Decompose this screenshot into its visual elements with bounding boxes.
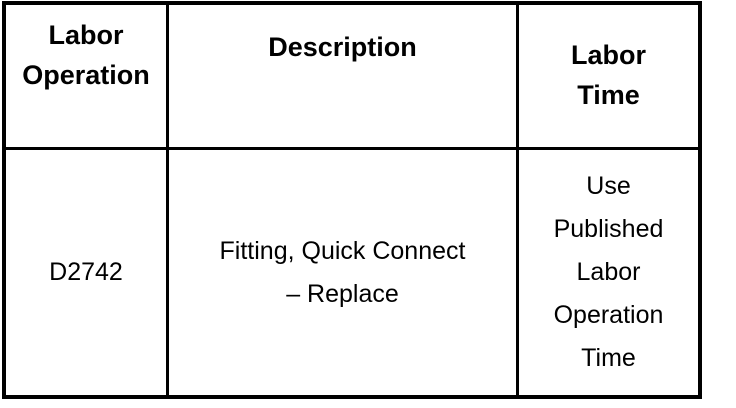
cell-labor-operation-code: D2742 bbox=[6, 150, 169, 395]
header-cell-description: Description bbox=[169, 5, 519, 150]
cell-description: Fitting, Quick Connect – Replace bbox=[169, 150, 519, 395]
cell-labor-time: Use Published Labor Operation Time bbox=[553, 172, 664, 372]
header-cell-labor-time: Labor Time bbox=[519, 5, 698, 150]
labor-operation-table: Labor Operation Description Labor Time D… bbox=[2, 1, 702, 399]
header-cell-labor-operation: Labor Operation bbox=[6, 5, 169, 150]
